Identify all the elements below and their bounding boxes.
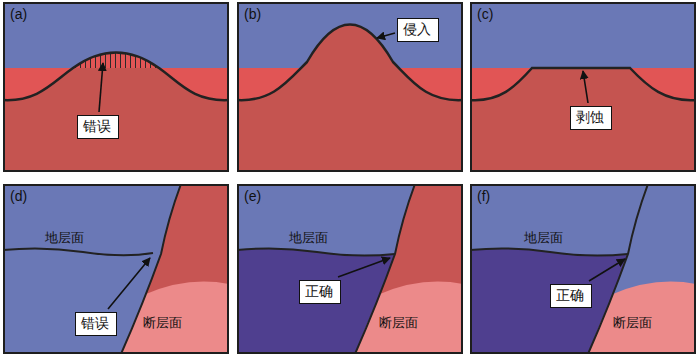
surface-label: 地层面 [289, 231, 328, 246]
panel-letter: (b) [244, 7, 261, 22]
leader-arrow [377, 33, 395, 38]
figure-panel: (d) 错误 [3, 184, 229, 354]
leader-arrow [108, 258, 150, 309]
intrusion-body [470, 68, 696, 172]
panel-letter: (c) [477, 7, 493, 22]
upper-layer [3, 2, 229, 172]
strata-line [237, 248, 395, 255]
panel-c-art [470, 2, 696, 172]
contact-line [3, 53, 229, 101]
right-block [588, 184, 696, 354]
left-block [470, 184, 696, 354]
figure-panel: (f) 正确 [470, 184, 696, 354]
surface-label: 断层面 [613, 316, 652, 331]
leader-arrow [589, 259, 625, 281]
figure-panel: (e) 正确 [237, 184, 463, 354]
panel-letter: (f) [477, 189, 490, 204]
left-block [3, 184, 229, 354]
figure-panel: (c) 剥蚀 [470, 2, 696, 172]
intrusion-body [237, 25, 463, 173]
panel-b-art [237, 2, 463, 172]
left-block [237, 184, 463, 354]
intrusion-body [3, 53, 229, 173]
surface-label: 地层面 [524, 231, 563, 246]
callout-box: 正确 [550, 284, 592, 308]
panel-f-art [470, 184, 696, 354]
callout-text: 正确 [556, 287, 586, 304]
leader-arrow [99, 63, 103, 112]
callout-text: 正确 [305, 283, 335, 300]
callout-text: 错误 [81, 315, 111, 332]
callout-box: 错误 [77, 115, 119, 139]
right-block [121, 184, 229, 354]
figure-panel: (b) 侵入 [237, 2, 463, 172]
surface-label: 断层面 [143, 316, 182, 331]
callout-box: 剥蚀 [570, 106, 612, 130]
panel-letter: (d) [10, 189, 27, 204]
panel-a-art [3, 2, 229, 172]
panel-e-art [237, 184, 463, 354]
surface-label: 断层面 [379, 316, 418, 331]
callout-box: 错误 [75, 312, 117, 336]
callout-box: 正确 [299, 280, 341, 304]
panel-letter: (e) [244, 189, 261, 204]
panel-letter: (a) [10, 7, 27, 22]
right-block [355, 184, 463, 354]
strata-line [470, 248, 628, 255]
panel-d-art [3, 184, 229, 354]
callout-text: 侵入 [403, 21, 433, 38]
surface-label: 地层面 [45, 231, 84, 246]
upper-layer [470, 2, 696, 172]
upper-layer [237, 2, 463, 172]
fault-line [121, 184, 181, 354]
callout-text: 错误 [83, 118, 113, 135]
strata-line [3, 248, 153, 255]
callout-text: 剥蚀 [576, 109, 606, 126]
leader-arrow [583, 71, 588, 103]
callout-box: 侵入 [397, 18, 439, 42]
figure-panel: (a) 错误 [3, 2, 229, 172]
red-layer [470, 68, 696, 172]
leader-arrow [338, 258, 390, 277]
